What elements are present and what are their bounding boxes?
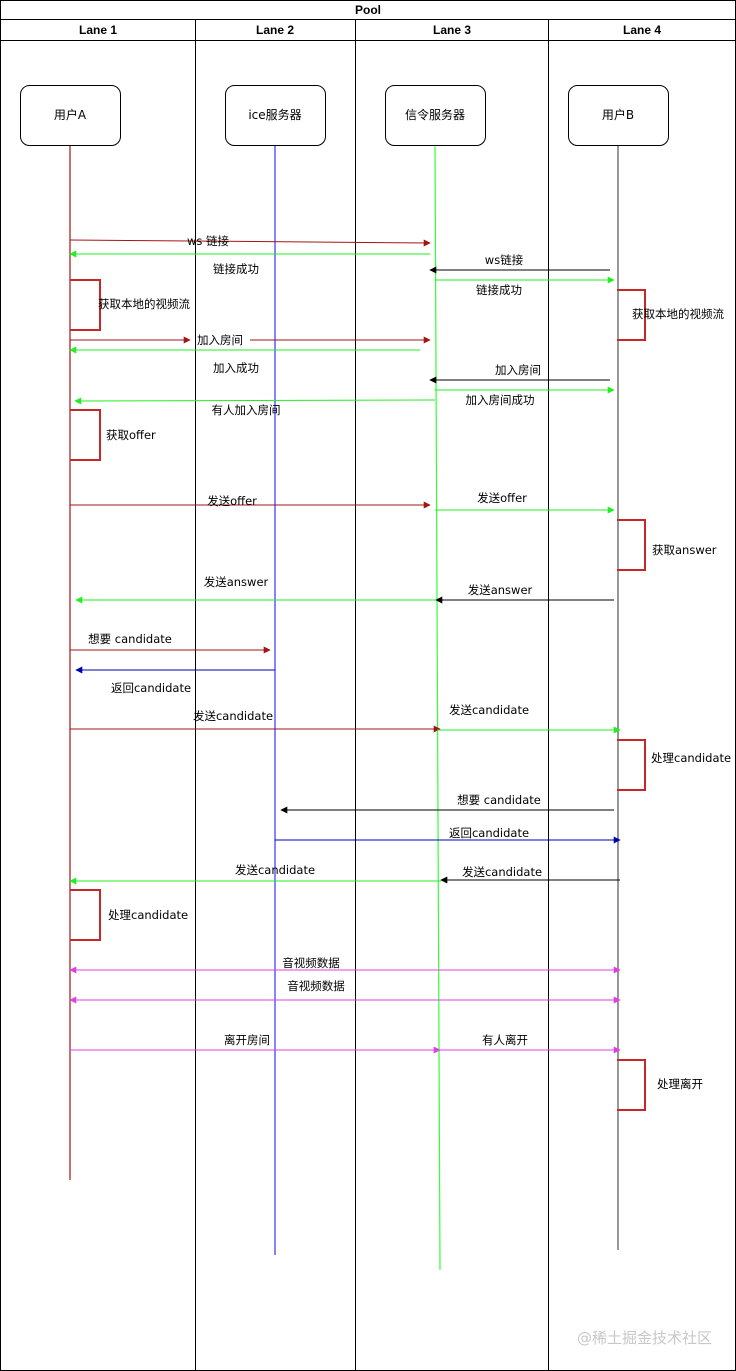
message-arrow: 发送answer — [75, 575, 436, 604]
message-label: 发送candidate — [193, 709, 273, 723]
message-label: 发送candidate — [462, 865, 542, 879]
self-step: 处理candidate — [617, 739, 731, 791]
self-step: 处理离开 — [617, 1059, 703, 1111]
message-label: 发送answer — [468, 583, 533, 597]
actor-user-a: 用户A — [20, 85, 121, 146]
self-step: 获取本地的视频流 — [70, 279, 190, 331]
message-arrow: 发送answer — [435, 583, 614, 604]
message-arrow: ws链接 — [429, 253, 610, 274]
message-label: 离开房间 — [224, 1033, 270, 1047]
self-step: 处理candidate — [70, 889, 188, 941]
message-label: 发送candidate — [449, 703, 529, 717]
pool-title: Pool — [355, 3, 381, 17]
message-list: ws 链接 链接成功 ws链接 链接成功 加入房间 加入成功 加入房间 — [69, 234, 621, 1054]
message-arrow: 想要 candidate — [280, 793, 614, 814]
message-label: 音视频数据 — [282, 956, 340, 970]
self-step-label: 获取offer — [106, 428, 156, 442]
self-step-label: 获取本地的视频流 — [632, 307, 724, 321]
message-label: 发送offer — [207, 494, 257, 508]
message-arrow: 离开房间 — [70, 1033, 441, 1054]
self-step-list: 获取本地的视频流 获取本地的视频流 获取offer 获取answer 处理can… — [70, 279, 731, 1111]
self-step-label: 处理离开 — [657, 1077, 703, 1091]
message-label: 加入房间 — [495, 363, 541, 377]
self-step-label: 获取answer — [652, 543, 717, 557]
self-step-label: 获取本地的视频流 — [98, 297, 190, 311]
message-label: 音视频数据 — [287, 979, 345, 993]
actor-ice-server-label: ice服务器 — [248, 107, 301, 122]
self-step: 获取answer — [617, 519, 717, 571]
message-label: 想要 candidate — [88, 632, 172, 646]
lifeline-signal-server — [434, 144, 441, 1271]
message-arrow: 发送candidate — [70, 709, 441, 733]
message-arrow: 音视频数据 — [69, 979, 621, 1004]
message-label: 返回candidate — [449, 826, 529, 840]
message-label: 有人加入房间 — [212, 403, 281, 417]
message-label: 链接成功 — [476, 283, 522, 297]
actor-ice-server: ice服务器 — [225, 85, 326, 146]
message-label: 链接成功 — [213, 262, 259, 276]
actor-user-b-label: 用户B — [602, 107, 634, 122]
message-label: 有人离开 — [482, 1033, 528, 1047]
message-label: 发送offer — [477, 491, 527, 505]
self-step-label: 处理candidate — [651, 751, 731, 765]
lane-header-4: Lane 4 — [623, 23, 661, 37]
message-arrow: 发送candidate — [69, 863, 441, 885]
message-label: ws链接 — [485, 253, 524, 267]
message-arrow: 发送candidate — [440, 865, 620, 884]
actor-user-a-label: 用户A — [54, 107, 87, 122]
message-label: ws 链接 — [187, 234, 230, 248]
self-step: 获取本地的视频流 — [617, 289, 724, 341]
message-arrow: 链接成功 — [69, 250, 430, 276]
message-arrow: 发送candidate — [437, 703, 621, 734]
message-arrow: 加入房间 — [429, 363, 610, 384]
message-arrow: 想要 candidate — [70, 632, 271, 654]
message-label: 想要 candidate — [457, 793, 541, 807]
message-arrow: ws 链接 — [69, 234, 431, 248]
message-label: 加入房间 — [197, 333, 243, 347]
actor-user-b: 用户B — [568, 85, 669, 146]
message-arrow: 发送offer — [435, 491, 615, 514]
message-arrow: 加入房间成功 — [435, 386, 615, 407]
message-arrow: 音视频数据 — [69, 956, 621, 974]
message-arrow: 加入成功 — [69, 346, 420, 375]
lane-header-2: Lane 2 — [256, 23, 294, 37]
message-arrow: 发送offer — [70, 494, 431, 509]
lane-header-1: Lane 1 — [79, 23, 117, 37]
message-arrow: 返回candidate — [75, 666, 275, 695]
lane-header-3: Lane 3 — [433, 23, 471, 37]
message-label: 加入房间成功 — [466, 393, 535, 407]
message-arrow: 加入房间 — [70, 333, 431, 347]
actor-signal-server: 信令服务器 — [385, 85, 486, 146]
self-step: 获取offer — [70, 409, 156, 461]
watermark: @稀土掘金技术社区 — [577, 1329, 712, 1347]
self-step-label: 处理candidate — [108, 908, 188, 922]
message-label: 返回candidate — [111, 681, 191, 695]
actor-signal-server-label: 信令服务器 — [405, 107, 465, 122]
message-label: 发送candidate — [235, 863, 315, 877]
message-arrow: 有人加入房间 — [74, 397, 436, 417]
message-label: 加入成功 — [213, 361, 259, 375]
message-label: 发送answer — [204, 575, 269, 589]
message-arrow: 返回candidate — [275, 826, 621, 844]
message-arrow: 有人离开 — [440, 1033, 621, 1054]
message-arrow: 链接成功 — [435, 276, 615, 297]
